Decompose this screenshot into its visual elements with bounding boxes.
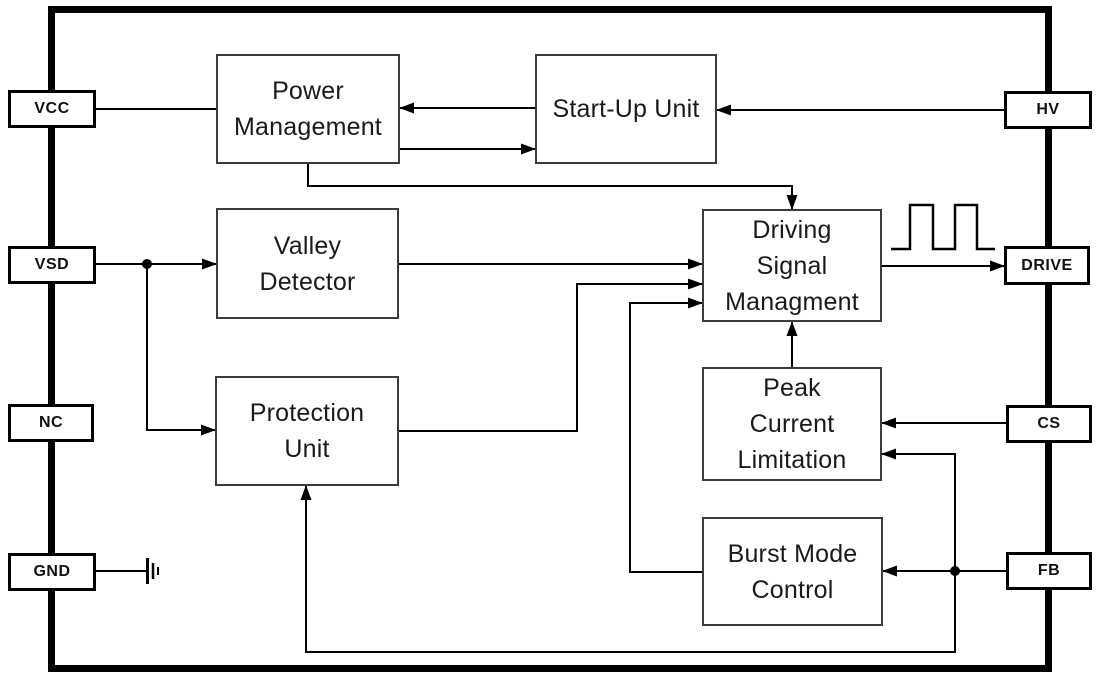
- pin-label: VSD: [34, 256, 70, 273]
- block-peak-current-limitation: Peak Current Limitation: [702, 367, 882, 481]
- pin-label: GND: [33, 563, 71, 580]
- block-power-management: Power Management: [216, 54, 400, 164]
- wire-power-management-to-driving-signal: [307, 164, 798, 210]
- block-label-line: Peak: [763, 374, 821, 402]
- block-label-line: Valley: [273, 231, 342, 260]
- ground-icon: [146, 558, 159, 584]
- block-label-line: Management: [234, 113, 382, 141]
- block-label-line: Power: [272, 77, 344, 105]
- pin-cs: CS: [1006, 405, 1092, 443]
- pin-label: FB: [1037, 562, 1061, 579]
- pin-fb: FB: [1006, 552, 1092, 590]
- chip-outline: [48, 6, 1052, 672]
- block-label-line: Driving: [752, 215, 832, 244]
- pin-label: NC: [38, 414, 64, 431]
- block-label-line: Protection: [249, 399, 365, 427]
- pin-gnd: GND: [8, 553, 96, 591]
- block-valley-detector: Valley Detector: [216, 208, 399, 319]
- junction-dot: [142, 259, 152, 269]
- wire-vsd-to-protection-unit: [146, 264, 216, 436]
- block-burst-mode-control: Burst Mode Control: [702, 517, 883, 626]
- pin-hv: HV: [1004, 91, 1092, 129]
- block-label-line: Managment: [725, 287, 859, 316]
- block-label-line: Current: [749, 410, 835, 438]
- wire-fb-to-protection-unit: [300, 485, 956, 653]
- block-start-up-unit: Start-Up Unit: [535, 54, 717, 164]
- block-label-line: Signal: [756, 251, 828, 280]
- block-driving-signal-managment: Driving Signal Managment: [702, 209, 882, 322]
- block-label-line: Detector: [259, 267, 356, 296]
- block-label-line: Control: [751, 575, 834, 604]
- wire-fb-to-peak-current: [881, 448, 956, 571]
- wire-protection-unit-to-driving-signal: [399, 278, 703, 432]
- junction-dot: [950, 566, 960, 576]
- wire-burst-mode-to-driving-signal: [629, 297, 703, 573]
- pin-label: HV: [1036, 101, 1060, 118]
- pin-label: CS: [1037, 415, 1061, 432]
- square-wave-icon: [891, 203, 995, 251]
- pin-drive: DRIVE: [1004, 246, 1090, 285]
- pin-nc: NC: [8, 404, 94, 442]
- pin-vcc: VCC: [8, 90, 96, 128]
- pin-vsd: VSD: [8, 246, 96, 284]
- pin-label: VCC: [34, 100, 70, 117]
- block-protection-unit: Protection Unit: [215, 376, 399, 486]
- pin-label: DRIVE: [1021, 256, 1073, 274]
- block-label-line: Burst Mode: [727, 539, 858, 568]
- block-label-line: Unit: [284, 435, 330, 463]
- block-label-line: Start-Up Unit: [552, 95, 700, 123]
- block-label-line: Limitation: [737, 446, 847, 474]
